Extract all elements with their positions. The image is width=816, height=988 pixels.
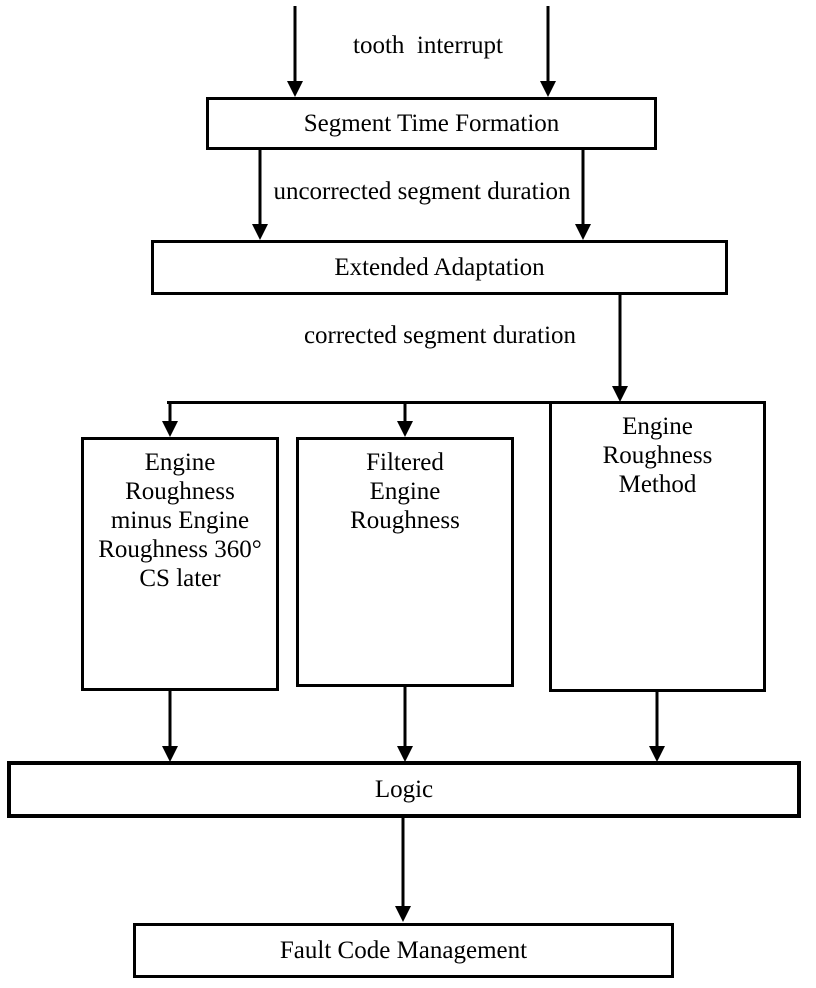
- arrow-logic-to-fault-code: [395, 817, 411, 922]
- arrowhead-down-icon: [540, 81, 556, 97]
- box-extended-adaptation-label: Extended Adaptation: [334, 254, 545, 281]
- arrowhead-down-icon: [162, 421, 178, 437]
- box-extended-adaptation: Extended Adaptation: [151, 240, 728, 295]
- box-engine-roughness-minus: Engine Roughness minus Engine Roughness …: [81, 437, 279, 691]
- arrow-stem: [655, 692, 659, 753]
- box-filtered-engine-roughness-label: Filtered Engine Roughness: [350, 449, 460, 534]
- arrowhead-down-icon: [287, 81, 303, 97]
- arrow-tooth-interrupt-right: [540, 6, 556, 97]
- arrowhead-down-icon: [162, 746, 178, 762]
- box-filtered-engine-roughness: Filtered Engine Roughness: [296, 437, 514, 687]
- arrow-branch-to-box2: [397, 403, 413, 437]
- label-corrected-segment-duration: corrected segment duration: [303, 322, 577, 349]
- arrowhead-down-icon: [395, 906, 411, 922]
- arrow-stem: [618, 295, 622, 393]
- label-tooth-interrupt: tooth interrupt: [353, 32, 503, 59]
- arrow-box2-to-logic: [397, 687, 413, 762]
- box-engine-roughness-method: Engine Roughness Method: [549, 401, 766, 692]
- box-logic-label: Logic: [374, 776, 434, 803]
- box-engine-roughness-minus-label: Engine Roughness minus Engine Roughness …: [98, 449, 262, 592]
- arrowhead-down-icon: [397, 746, 413, 762]
- box-fault-code-management: Fault Code Management: [133, 923, 674, 978]
- arrow-stem: [258, 150, 262, 231]
- arrow-stf-to-ea-left: [252, 150, 268, 240]
- arrow-stem: [293, 6, 297, 88]
- arrow-branch-to-box1: [162, 403, 178, 437]
- box-logic: Logic: [7, 761, 801, 818]
- arrow-stem: [168, 403, 172, 428]
- arrow-stem: [403, 687, 407, 753]
- arrowhead-down-icon: [612, 386, 628, 402]
- arrowhead-down-icon: [252, 224, 268, 240]
- box-fault-code-management-label: Fault Code Management: [279, 937, 528, 964]
- arrow-stem: [403, 403, 407, 428]
- arrow-box1-to-logic: [162, 690, 178, 762]
- box-engine-roughness-method-label: Engine Roughness Method: [602, 413, 713, 498]
- arrow-ea-to-branch: [612, 295, 628, 402]
- arrow-box3-to-logic: [649, 692, 665, 762]
- box-segment-time-formation: Segment Time Formation: [206, 97, 657, 150]
- arrow-stem: [401, 817, 405, 913]
- label-uncorrected-segment-duration: uncorrected segment duration: [273, 178, 571, 205]
- arrowhead-down-icon: [649, 746, 665, 762]
- branch-connector-line: [167, 401, 552, 404]
- arrow-stem: [168, 690, 172, 753]
- arrow-stem: [581, 150, 585, 231]
- arrowhead-down-icon: [397, 421, 413, 437]
- arrow-stem: [546, 6, 550, 88]
- arrow-stf-to-ea-right: [575, 150, 591, 240]
- box-segment-time-formation-label: Segment Time Formation: [303, 110, 560, 137]
- arrowhead-down-icon: [575, 224, 591, 240]
- arrow-tooth-interrupt-left: [287, 6, 303, 97]
